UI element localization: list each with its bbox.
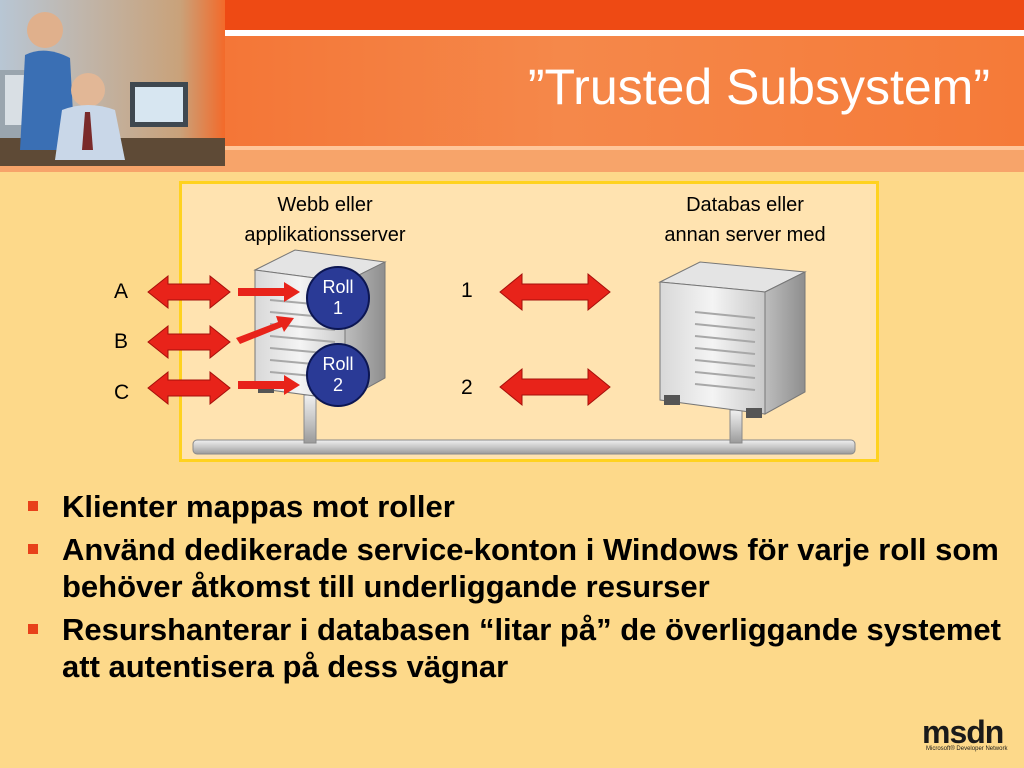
bullet-marker-icon bbox=[28, 544, 38, 554]
slide-header: ”Trusted Subsystem” bbox=[0, 0, 1024, 172]
slide-title: ”Trusted Subsystem” bbox=[527, 59, 990, 115]
web-server-label: Webb eller applikationsserver bbox=[205, 190, 445, 250]
client-label-a: A bbox=[114, 280, 129, 303]
bullet-text: Resurshanterar i databasen “litar på” de… bbox=[62, 612, 1001, 684]
office-workers-photo bbox=[0, 0, 225, 166]
role-mapping-arrows bbox=[236, 282, 300, 395]
client-label-b: B bbox=[114, 330, 129, 353]
bullet-list: Klienter mappas mot roller Använd dedike… bbox=[28, 488, 1008, 691]
connection-label-1: 1 bbox=[461, 279, 473, 302]
bullet-marker-icon bbox=[28, 624, 38, 634]
client-arrow-a bbox=[147, 274, 231, 310]
msdn-logo-subtitle: Microsoft® Developer Network bbox=[926, 746, 1008, 752]
header-white-stripe bbox=[0, 30, 1024, 36]
client-arrow-b bbox=[147, 324, 231, 360]
header-light-stripe bbox=[0, 146, 1024, 150]
client-arrow-c bbox=[147, 370, 231, 406]
bullet-text: Klienter mappas mot roller bbox=[62, 489, 455, 524]
role-1-line2: 1 bbox=[332, 298, 343, 318]
connection-arrow-1 bbox=[499, 272, 611, 312]
web-server-label-line2: applikationsserver bbox=[244, 224, 406, 246]
bullet-item: Resurshanterar i databasen “litar på” de… bbox=[28, 611, 1008, 685]
db-server-label-line1: Databas eller bbox=[686, 194, 804, 216]
role-1-line1: Roll bbox=[322, 277, 354, 297]
web-server-label-line1: Webb eller bbox=[277, 194, 373, 216]
connection-label-2: 2 bbox=[461, 376, 473, 399]
role-2-badge: Roll 2 bbox=[306, 343, 370, 407]
connection-arrow-2 bbox=[499, 367, 611, 407]
msdn-logo: msdn Microsoft® Developer Network bbox=[922, 716, 1012, 756]
role-1-badge: Roll 1 bbox=[306, 266, 370, 330]
header-bottom-band bbox=[0, 150, 1024, 172]
db-server-label: Databas eller annan server med bbox=[620, 190, 870, 250]
db-server-label-line2: annan server med bbox=[664, 224, 826, 246]
bullet-item: Klienter mappas mot roller bbox=[28, 488, 1008, 525]
bullet-marker-icon bbox=[28, 501, 38, 511]
role-2-line1: Roll bbox=[322, 354, 354, 374]
msdn-logo-text: msdn bbox=[922, 714, 1004, 750]
client-label-c: C bbox=[114, 381, 130, 404]
bullet-text: Använd dedikerade service-konton i Windo… bbox=[62, 532, 999, 604]
role-2-line2: 2 bbox=[332, 375, 343, 395]
database-server-icon bbox=[658, 261, 807, 418]
bullet-item: Använd dedikerade service-konton i Windo… bbox=[28, 531, 1008, 605]
